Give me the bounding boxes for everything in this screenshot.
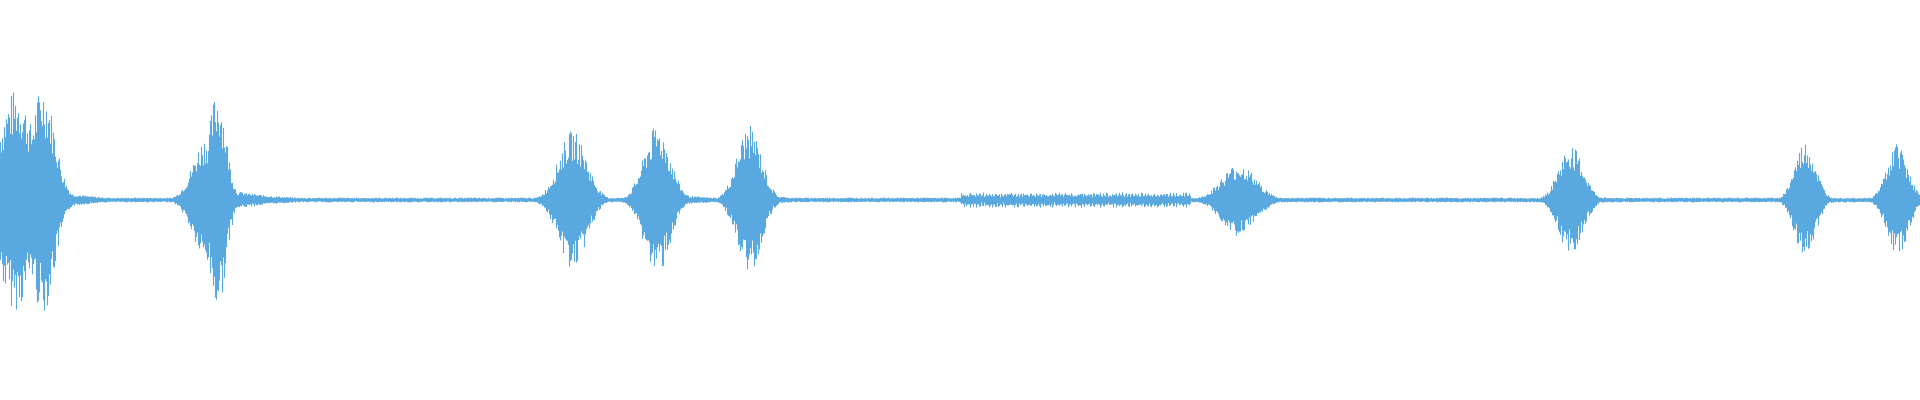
- waveform-trace: [0, 92, 1920, 311]
